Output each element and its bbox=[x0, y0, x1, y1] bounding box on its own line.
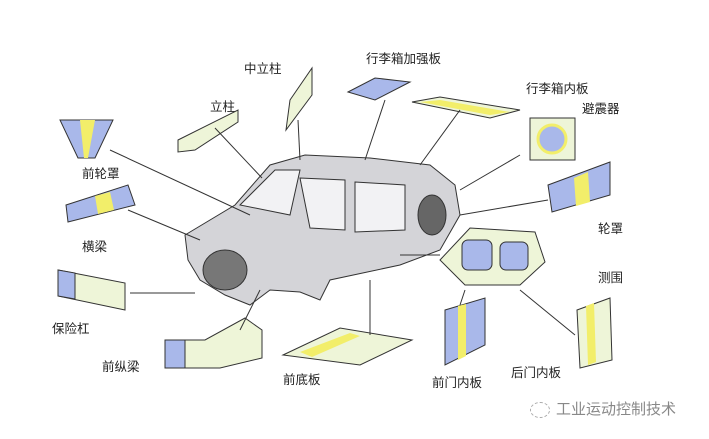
wechat-icon bbox=[530, 401, 550, 418]
label-cross-member: 横梁 bbox=[82, 239, 108, 254]
leader-lines bbox=[109, 99, 576, 336]
label-front-side-member: 前纵梁 bbox=[102, 359, 140, 374]
label-shock-absorber: 避震器 bbox=[582, 101, 620, 116]
trunk-reinforcement-part bbox=[346, 77, 412, 101]
front-floor-part bbox=[281, 327, 414, 366]
label-side-panel: 测围 bbox=[598, 270, 624, 285]
label-center-pillar: 中立柱 bbox=[244, 61, 282, 76]
label-trunk-inner-panel: 行李箱内板 bbox=[526, 81, 589, 96]
watermark: 工业运动控制技术 bbox=[530, 398, 676, 419]
label-front-floor: 前底板 bbox=[283, 372, 321, 387]
label-front-door-inner: 前门内板 bbox=[432, 375, 483, 390]
car-front-wheel bbox=[202, 249, 248, 291]
label-bumper: 保险杠 bbox=[52, 321, 90, 336]
car-rear-window bbox=[354, 181, 406, 233]
label-front-wheel-house: 前轮罩 bbox=[82, 166, 120, 181]
car-windshield bbox=[238, 169, 301, 216]
car-door-window bbox=[299, 177, 346, 231]
pillar-part bbox=[177, 109, 239, 153]
center-pillar-part bbox=[285, 66, 313, 132]
label-wheel-house: 轮罩 bbox=[598, 221, 624, 236]
label-trunk-reinforcement: 行李箱加强板 bbox=[366, 51, 442, 66]
watermark-text: 工业运动控制技术 bbox=[556, 400, 677, 418]
label-pillar: 立柱 bbox=[210, 99, 236, 114]
car-rear-wheel bbox=[417, 194, 447, 236]
label-rear-door-inner: 后门内板 bbox=[511, 365, 562, 380]
